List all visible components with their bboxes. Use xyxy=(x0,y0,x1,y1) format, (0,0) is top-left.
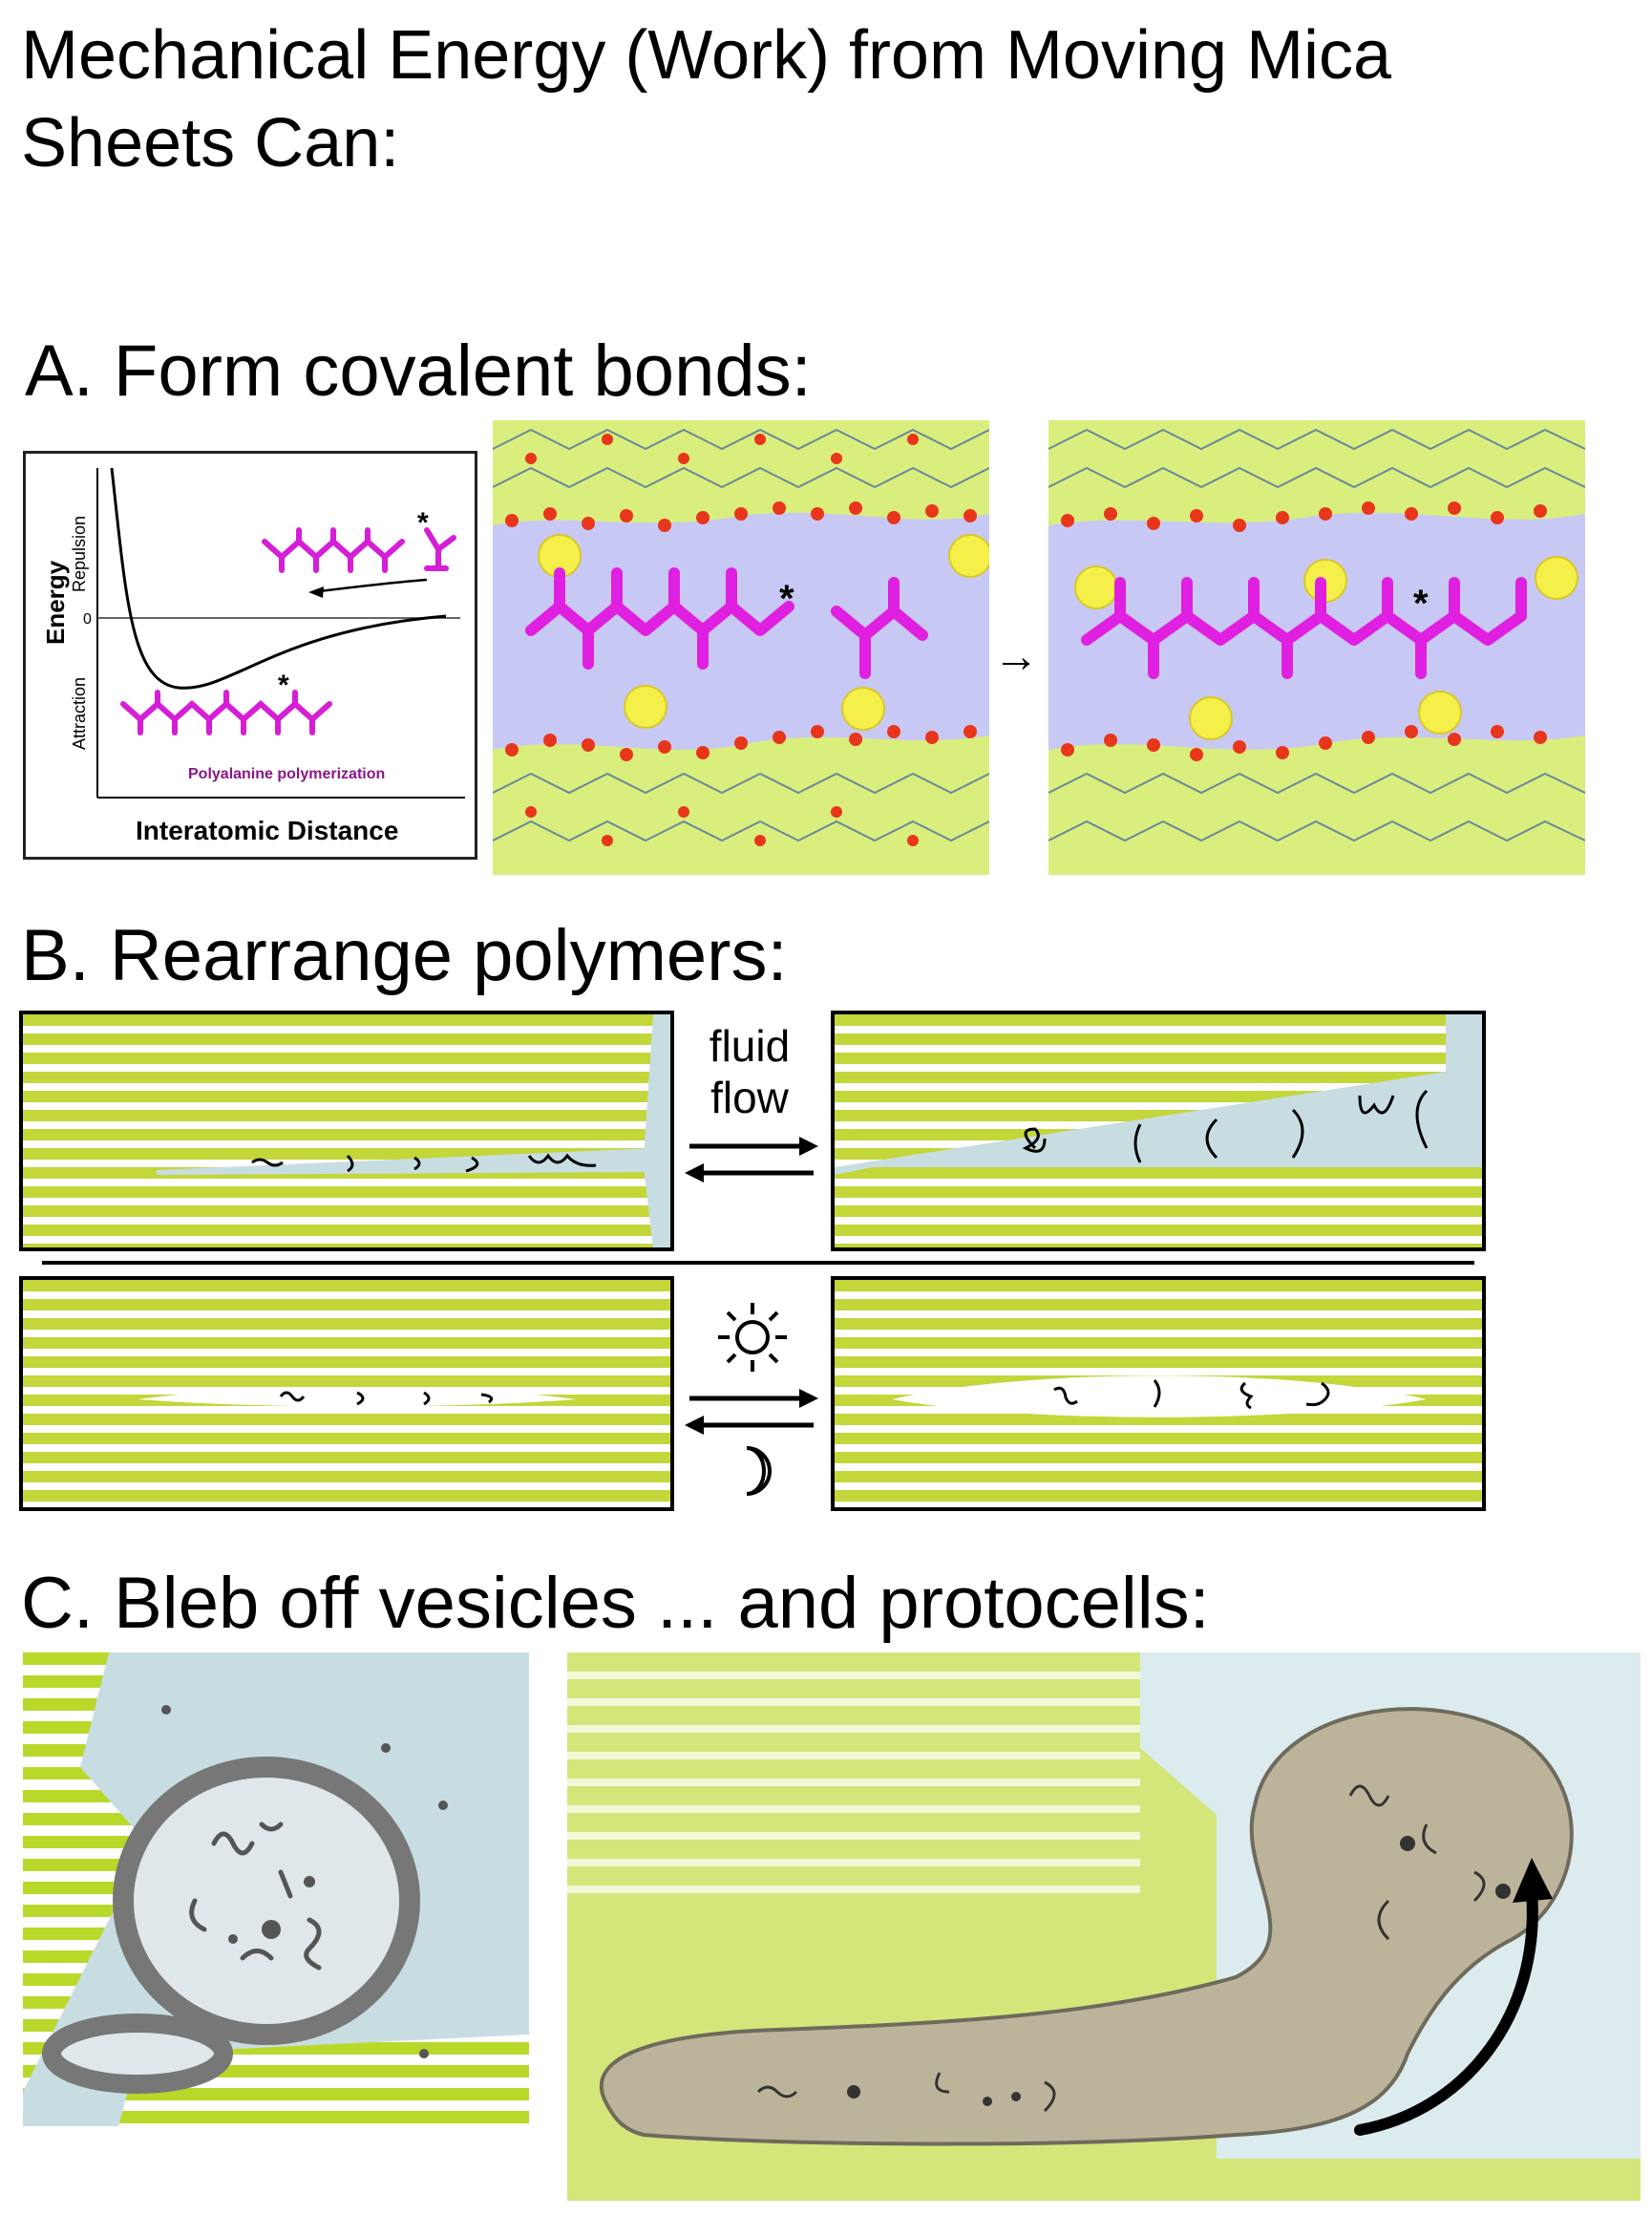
mica-sheets-closed-daynight xyxy=(19,1276,674,1511)
growth-arrow xyxy=(1354,1886,1538,2136)
zero-label: 0 xyxy=(83,611,92,628)
approach-arrow xyxy=(311,578,428,594)
upper-molecule xyxy=(262,527,456,573)
attraction-label: Attraction xyxy=(70,677,89,750)
protocell-panel xyxy=(567,1652,1641,2201)
y-axis-label: Energy xyxy=(41,560,70,645)
lower-mica-stack-open xyxy=(835,1167,1482,1247)
reactive-star-before: * xyxy=(779,578,794,620)
water-molecules xyxy=(538,534,989,731)
protocell-body xyxy=(599,1707,1574,2146)
enclosed-polymers xyxy=(189,1822,322,1971)
mica-sheets-open-daynight xyxy=(831,1276,1486,1511)
thin-cavity xyxy=(138,1387,577,1407)
growth-arrowhead xyxy=(1513,1858,1553,1903)
lower-mica-stack xyxy=(23,1165,653,1247)
fluid-flow-label: fluid flow xyxy=(709,1021,791,1122)
page-title: Mechanical Energy (Work) from Moving Mic… xyxy=(21,17,1392,181)
lower-molecule xyxy=(120,690,332,735)
section-b-heading: B. Rearrange polymers: xyxy=(21,915,788,996)
star-lower: * xyxy=(278,670,289,701)
mica-after-svg: * xyxy=(1048,420,1585,875)
plot-caption: Polyalanine polymerization xyxy=(188,766,385,782)
moon-icon xyxy=(746,1446,772,1496)
reaction-arrow: → xyxy=(993,631,1039,682)
reversible-arrows-top xyxy=(685,1137,818,1183)
vesicle-panel xyxy=(23,1652,529,2126)
mica-lattice-bottom xyxy=(493,772,989,842)
mica-panel-before: * xyxy=(493,420,989,875)
potential-curve xyxy=(110,467,447,690)
mica-edge-left xyxy=(23,1652,147,2092)
upper-mica-stack xyxy=(23,1014,653,1177)
protocell-contents xyxy=(756,1784,1486,2113)
reversible-arrows-bottom xyxy=(685,1389,818,1435)
oxygen-atoms xyxy=(505,434,977,846)
polymer-chain-before xyxy=(525,567,928,679)
mica-lattice-top xyxy=(493,428,989,489)
section-a-heading: A. Form covalent bonds: xyxy=(25,330,812,412)
upper-mica-stack-open xyxy=(835,1014,1446,1167)
sun-icon xyxy=(718,1303,787,1372)
vesicle-membrane xyxy=(113,1757,420,2045)
x-axis-label: Interatomic Distance xyxy=(136,816,398,845)
star-upper: * xyxy=(417,507,429,539)
budding-vesicle xyxy=(42,2014,233,2094)
energy-distance-plot: * * Energy Repulsion Attraction 0 Polyal… xyxy=(23,451,477,860)
mica-panel-after: * xyxy=(1048,420,1585,875)
polymer-strands-open xyxy=(1022,1089,1429,1163)
mica-before-svg: * xyxy=(493,420,989,875)
polymer-chain-after xyxy=(1081,577,1527,679)
section-c-heading: C. Bleb off vesicles ... and protocells: xyxy=(21,1563,1210,1644)
energy-curve-svg: * * Energy Repulsion Attraction 0 Polyal… xyxy=(41,467,465,845)
repulsion-label: Repulsion xyxy=(70,516,89,592)
reactive-star-after: * xyxy=(1413,583,1429,625)
polymer-strands-closed xyxy=(251,1153,597,1173)
mica-sheets-open-fluid xyxy=(831,1011,1486,1251)
interlayer-region-after xyxy=(1048,512,1585,750)
water-molecules-after xyxy=(1074,556,1578,740)
mica-sheets-closed-fluid xyxy=(19,1011,674,1251)
section-b-divider xyxy=(42,1261,1474,1265)
